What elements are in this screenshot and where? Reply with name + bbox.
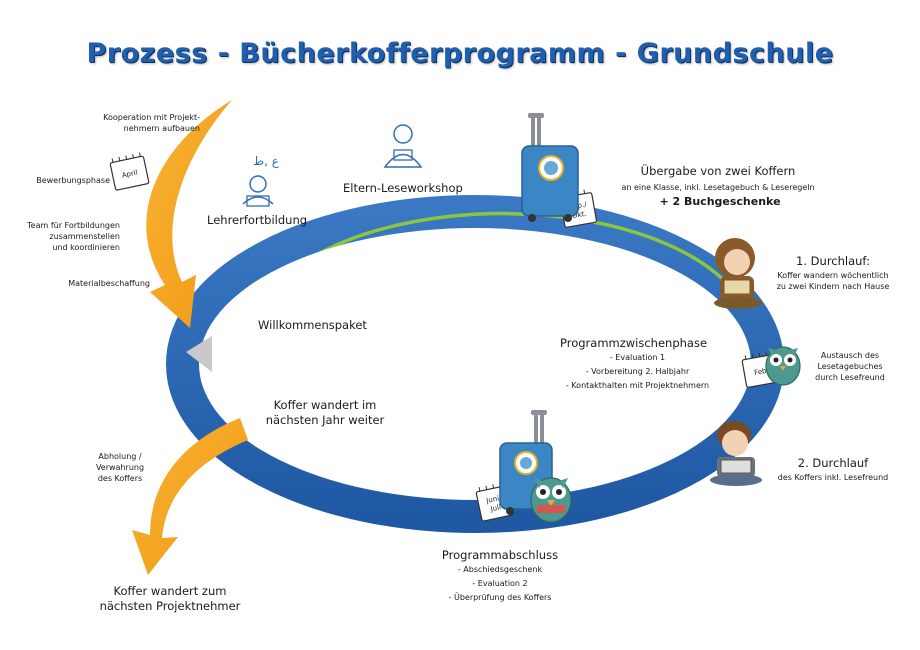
label-zwischen-item-3: - Kontakthalten mit Projektnehmern [555, 380, 720, 391]
ring-inner [199, 228, 751, 500]
label-uebergabe-sub: an eine Klasse, inkl. Lesetagebuch & Les… [600, 182, 836, 193]
label-willkommenspaket: Willkommenspaket [258, 318, 398, 333]
label-uebergabe-title: Übergabe von zwei Koffern [618, 164, 818, 179]
label-kooperation: Kooperation mit Projekt- nehmern aufbaue… [40, 112, 200, 134]
label-buchgeschenke: + 2 Buchgeschenke [640, 195, 800, 209]
owl-bottom-icon [531, 478, 571, 522]
calendar-april-icon: April [109, 152, 149, 190]
page-title: Prozess - Bücherkofferprogramm - Grundsc… [0, 38, 920, 69]
label-lehrerfortbildung: Lehrerfortbildung [207, 213, 337, 228]
orange-arrow-out [132, 418, 248, 575]
label-durchlauf-2-title: 2. Durchlauf [780, 456, 886, 471]
label-zwischen-item-1: - Evaluation 1 [555, 352, 720, 363]
label-koffer-weiter: Koffer wandert im nächsten Jahr weiter [255, 398, 395, 428]
cycle-ring [183, 212, 767, 516]
label-naechster-projektnehmer: Koffer wandert zum nächsten Projektnehme… [70, 584, 270, 614]
label-abschluss-item-1: - Abschiedsgeschenk [430, 564, 570, 575]
label-durchlauf-1-title: 1. Durchlauf: [778, 254, 888, 269]
label-durchlauf-2-sub: des Koffers inkl. Lesefreund [766, 472, 900, 483]
label-austausch: Austausch des Lesetagebuches durch Lesef… [800, 350, 900, 383]
label-zwischenphase-title: Programmzwischenphase [560, 336, 720, 351]
label-bewerbungsphase: Bewerbungsphase [10, 175, 110, 186]
parent-workshop-icon [385, 125, 421, 167]
label-materialbeschaffung: Materialbeschaffung [20, 278, 150, 289]
label-team-fortbildungen: Team für Fortbildungen zusammenstellen u… [10, 220, 120, 253]
label-programmabschluss: Programmabschluss [430, 548, 570, 563]
glyph-text: ع ,ط [253, 154, 280, 168]
label-durchlauf-1-sub: Koffer wandern wöchentlich zu zwei Kinde… [766, 270, 900, 292]
label-zwischen-item-2: - Vorbereitung 2. Halbjahr [555, 366, 720, 377]
suitcase-top-icon [522, 113, 578, 222]
label-abschluss-item-3: - Überprüfung des Koffers [430, 592, 570, 603]
label-abholung: Abholung / Verwahrung des Koffers [70, 451, 170, 484]
label-abschluss-item-2: - Evaluation 2 [430, 578, 570, 589]
label-eltern-leseworkshop: Eltern-Leseworkshop [343, 181, 483, 196]
teacher-training-icon: ع ,ط [243, 154, 280, 206]
owl-feb-icon [766, 347, 800, 385]
